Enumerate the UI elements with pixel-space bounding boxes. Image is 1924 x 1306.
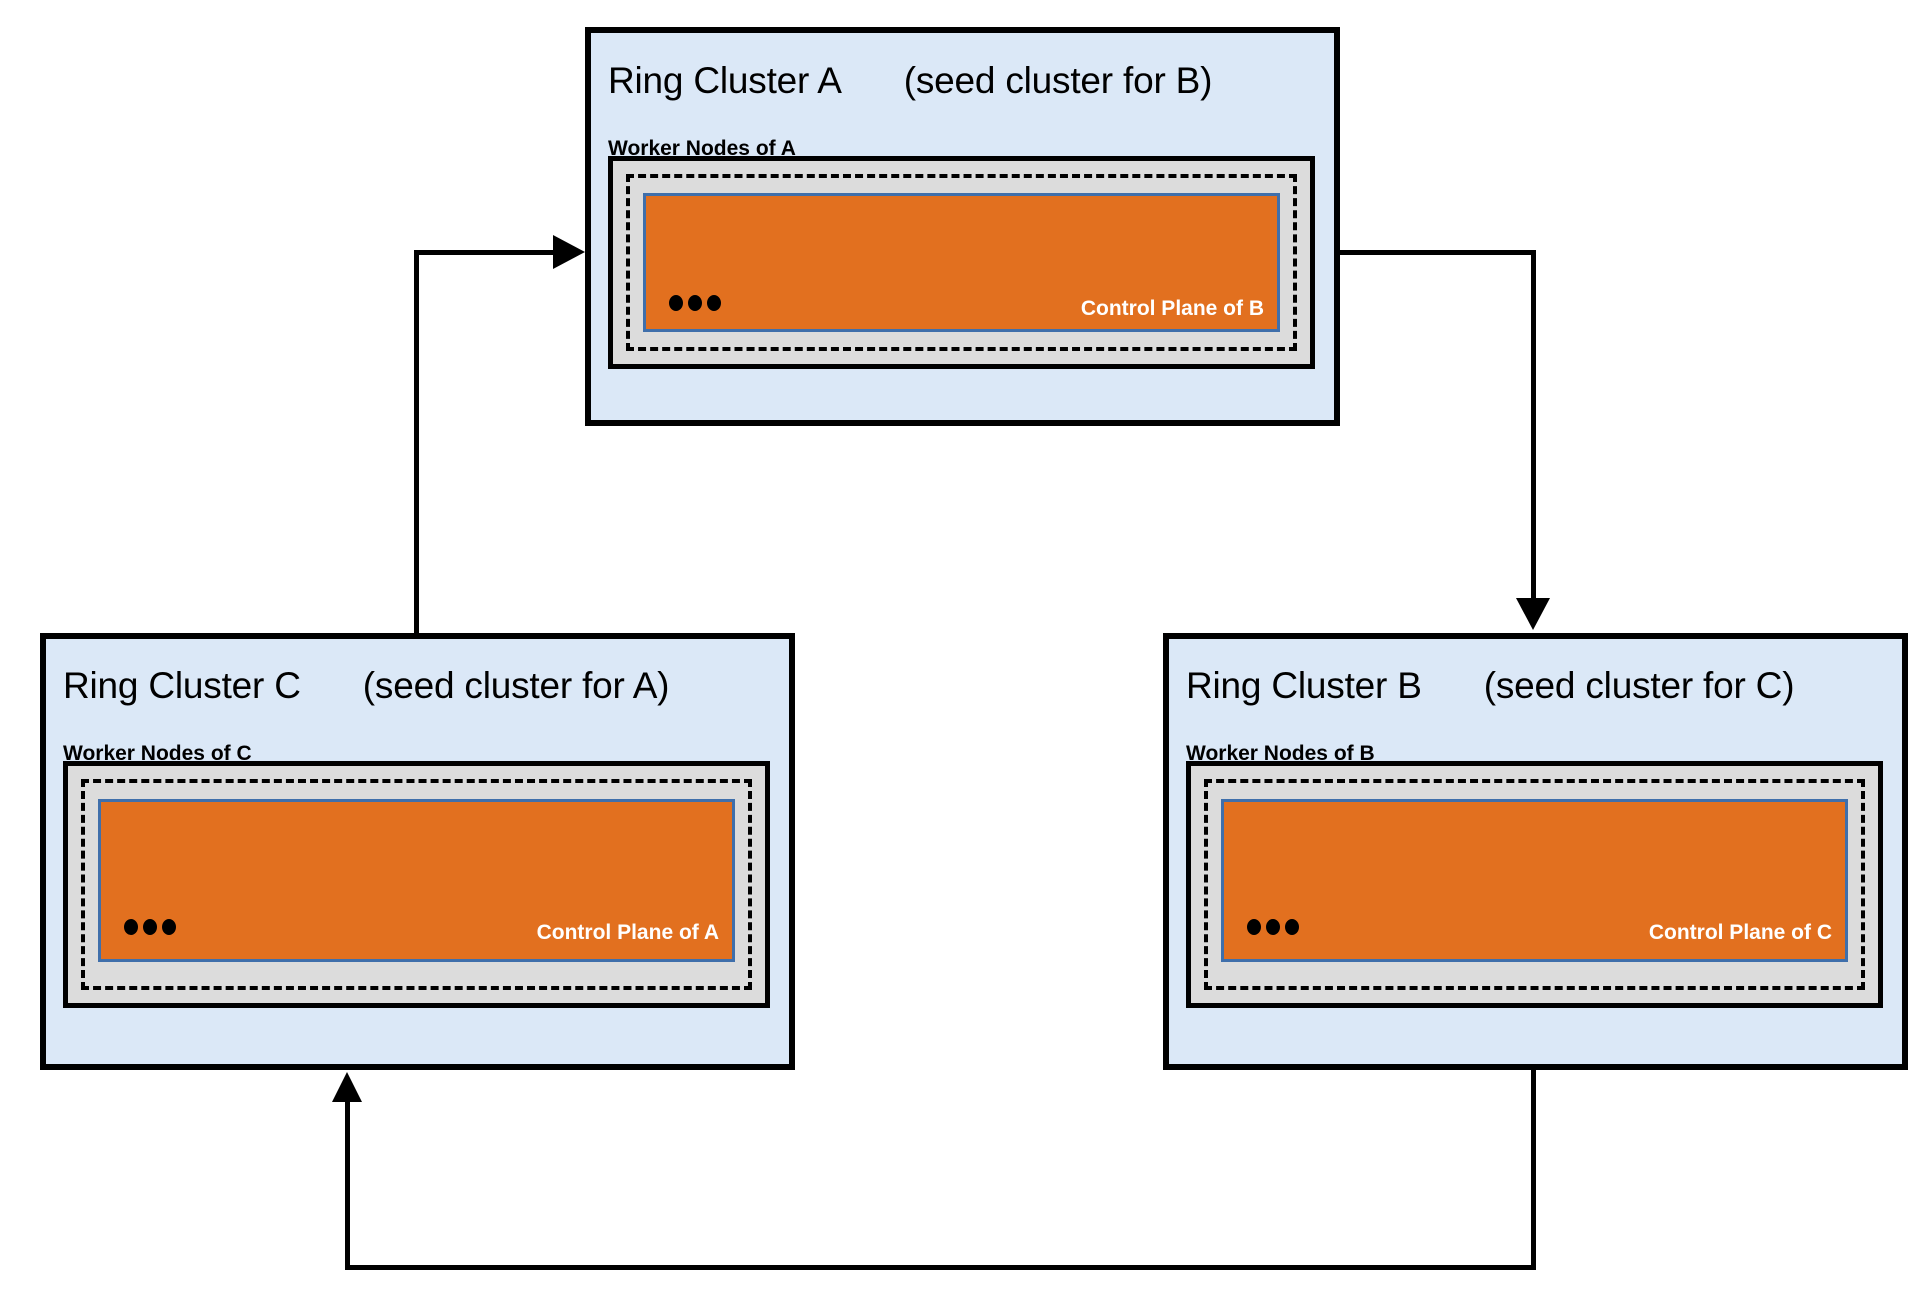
cluster-a-worker-label: Worker Nodes of A bbox=[608, 137, 796, 160]
arrow-a-to-b-vertical bbox=[1531, 250, 1536, 600]
cluster-c-title-text: Ring Cluster C bbox=[63, 665, 301, 706]
cluster-a-seed-note: (seed cluster for B) bbox=[903, 60, 1213, 101]
cluster-b-control-plane: Control Plane of C bbox=[1221, 799, 1848, 962]
arrow-b-to-c-horizontal-bottom bbox=[345, 1265, 1536, 1270]
cluster-b-dashed-boundary bbox=[1204, 779, 1865, 990]
cluster-a-title-text: Ring Cluster A bbox=[608, 60, 842, 101]
cluster-c-worker-label: Worker Nodes of C bbox=[63, 742, 252, 765]
cluster-a-control-plane: Control Plane of B bbox=[643, 193, 1280, 332]
arrow-b-to-c-head bbox=[332, 1072, 362, 1102]
cluster-c-worker-nodes-box: Control Plane of A bbox=[63, 761, 770, 1008]
cluster-b-seed-note: (seed cluster for C) bbox=[1483, 665, 1795, 706]
cluster-b-title-text: Ring Cluster B bbox=[1186, 665, 1422, 706]
cluster-a-title: Ring Cluster A (seed cluster for B) bbox=[608, 60, 1212, 102]
cluster-c-seed-note: (seed cluster for A) bbox=[362, 665, 670, 706]
cluster-b-ellipsis-dots bbox=[1247, 919, 1299, 935]
cluster-b-title: Ring Cluster B (seed cluster for C) bbox=[1186, 665, 1795, 707]
arrow-a-to-b-head bbox=[1516, 598, 1550, 630]
cluster-b-worker-label: Worker Nodes of B bbox=[1186, 742, 1375, 765]
cluster-a: Ring Cluster A (seed cluster for B) Worke… bbox=[585, 27, 1340, 426]
cluster-c-ellipsis-dots bbox=[124, 919, 176, 935]
cluster-c-control-plane: Control Plane of A bbox=[98, 799, 735, 962]
cluster-c-title: Ring Cluster C (seed cluster for A) bbox=[63, 665, 669, 707]
cluster-c-dashed-boundary bbox=[81, 779, 752, 990]
cluster-b: Ring Cluster B (seed cluster for C) Worke… bbox=[1163, 633, 1908, 1070]
arrow-c-to-a-horizontal bbox=[414, 250, 559, 255]
arrow-a-to-b-horizontal bbox=[1340, 250, 1536, 255]
cluster-b-control-plane-label: Control Plane of C bbox=[1648, 921, 1832, 944]
arrow-b-to-c-vertical-left bbox=[345, 1100, 350, 1270]
cluster-c-control-plane-label: Control Plane of A bbox=[536, 921, 719, 944]
cluster-b-worker-nodes-box: Control Plane of C bbox=[1186, 761, 1883, 1008]
arrow-b-to-c-vertical-right bbox=[1531, 1070, 1536, 1270]
arrow-c-to-a-vertical bbox=[414, 250, 419, 635]
arrow-c-to-a-head bbox=[553, 235, 585, 269]
cluster-a-ellipsis-dots bbox=[669, 295, 721, 311]
cluster-a-dashed-boundary bbox=[626, 174, 1297, 351]
cluster-c: Ring Cluster C (seed cluster for A) Worke… bbox=[40, 633, 795, 1070]
cluster-a-worker-nodes-box: Control Plane of B bbox=[608, 156, 1315, 369]
cluster-a-control-plane-label: Control Plane of B bbox=[1080, 297, 1264, 320]
